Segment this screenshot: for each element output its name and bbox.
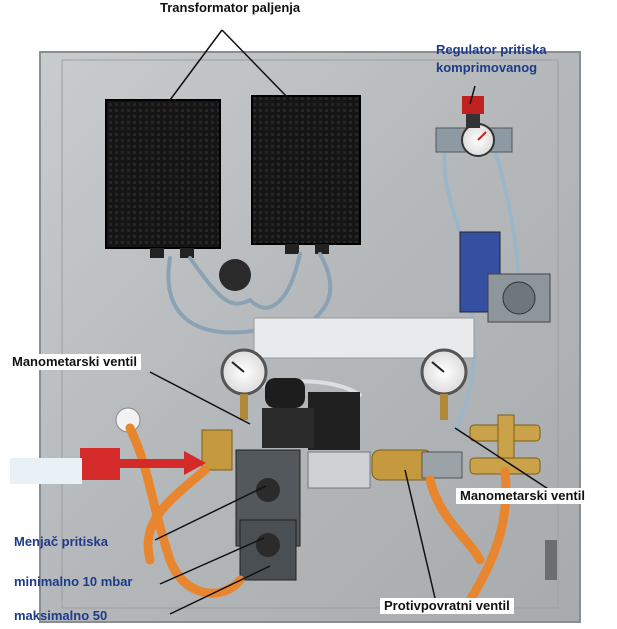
label-transformer: Transformator paljenja — [160, 0, 301, 15]
pneumatic-unit — [459, 231, 551, 323]
label-regulator-line1: Regulator pritiska — [436, 42, 547, 57]
label-manometer-valve-right: Manometarski ventil — [456, 488, 589, 504]
label-check-valve: Protivpovratni ventil — [380, 598, 514, 614]
pressure-gauge-right-icon — [420, 348, 468, 420]
label-pressure-changer: Menjač pritiska — [14, 534, 108, 549]
label-regulator-line2: komprimovanog — [436, 60, 538, 75]
label-pressure-min: minimalno 10 mbar — [14, 574, 133, 589]
pressure-gauge-left-icon — [220, 348, 268, 420]
inlet-fitting — [201, 429, 233, 471]
red-sticker — [10, 448, 120, 484]
gas-valve-assembly — [235, 378, 371, 581]
ignition-transformer-left — [105, 99, 221, 258]
compressed-air-regulator — [435, 96, 513, 157]
label-pressure-max: maksimalno 50 — [14, 608, 108, 623]
ignition-transformer-right — [251, 95, 361, 254]
orange-gas-hoses — [125, 423, 511, 605]
check-valve-brass — [371, 449, 463, 481]
brass-manifold-right — [469, 414, 541, 475]
label-manometer-valve-left: Manometarski ventil — [8, 354, 141, 370]
red-arrow-icon — [118, 451, 206, 475]
